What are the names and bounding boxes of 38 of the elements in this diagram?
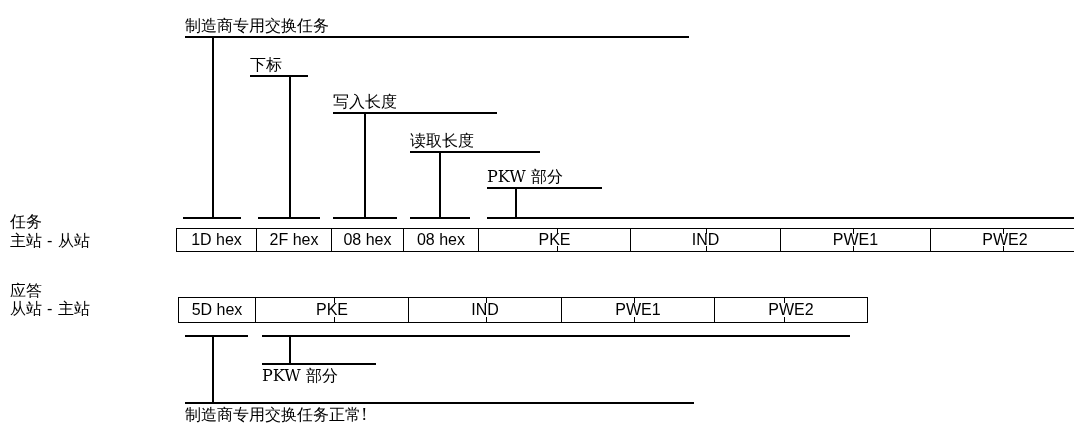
row-label: 任务: [10, 213, 42, 231]
row-label: 应答: [10, 282, 42, 300]
field-cell: IND: [630, 228, 781, 252]
field-cell: PKE: [255, 297, 409, 323]
row-label: 主站 - 从站: [10, 232, 90, 250]
bracket-line: [183, 217, 241, 219]
underlined-label: 写入长度: [333, 92, 497, 114]
field-cell: PWE1: [561, 297, 715, 323]
field-cell: 1D hex: [176, 228, 257, 252]
leader-line: [212, 37, 214, 218]
bracket-line: [258, 217, 320, 219]
bracket-line: [185, 335, 248, 337]
bracket-line: [487, 217, 1074, 219]
field-cell: 08 hex: [331, 228, 404, 252]
field-cell: IND: [408, 297, 562, 323]
field-cell: 2F hex: [256, 228, 332, 252]
leader-line: [515, 188, 517, 218]
row-label: 从站 - 主站: [10, 300, 90, 318]
leader-line: [212, 336, 214, 403]
underlined-label: 下标: [250, 55, 308, 77]
field-cell: 08 hex: [403, 228, 479, 252]
field-cell: 5D hex: [178, 297, 256, 323]
leader-line: [439, 152, 441, 218]
underlined-label: PKW 部分: [262, 363, 376, 387]
leader-line: [364, 113, 366, 218]
leader-line: [289, 336, 291, 364]
underlined-label: 读取长度: [410, 131, 540, 153]
field-cell: PWE2: [714, 297, 868, 323]
field-cell: PKE: [478, 228, 631, 252]
bracket-line: [262, 335, 850, 337]
underlined-label: PKW 部分: [487, 167, 602, 189]
leader-line: [289, 76, 291, 218]
field-cell: PWE1: [780, 228, 931, 252]
underlined-label: 制造商专用交换任务正常!: [185, 402, 694, 425]
field-cell: PWE2: [930, 228, 1074, 252]
underlined-label: 制造商专用交换任务: [185, 16, 689, 38]
bracket-line: [410, 217, 470, 219]
bracket-line: [333, 217, 397, 219]
